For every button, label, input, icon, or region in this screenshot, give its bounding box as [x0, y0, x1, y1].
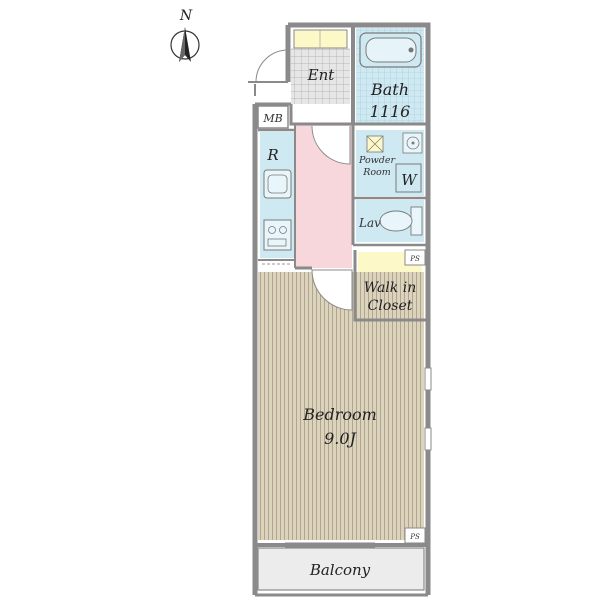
meter-box [257, 105, 289, 129]
washing-machine-box-icon [366, 135, 384, 153]
corridor-door-icon [311, 125, 351, 165]
ent-label: Ent [307, 66, 336, 84]
walls [252, 22, 431, 597]
entrance-door-icon [248, 49, 289, 96]
bathtub-icon [359, 32, 422, 68]
balcony-window-icon [285, 542, 375, 548]
entrance-area [291, 48, 350, 104]
walk-in-label-2: Closet [368, 298, 413, 314]
window-icon [424, 367, 432, 451]
bedroom-door-icon [311, 269, 353, 311]
washer-space [395, 163, 422, 193]
bedroom-size-label: 9.0J [324, 429, 357, 448]
powder-room-label-2: Room [362, 167, 391, 178]
kitchen-sink-icon [263, 169, 292, 199]
mb-label: MB [262, 112, 282, 125]
bedroom-label: Bedroom [302, 405, 377, 424]
pipe-space-bottom [404, 527, 426, 544]
walk-in-label-1: Walk in [364, 280, 416, 296]
stove-icon [263, 219, 292, 251]
washer-label: W [401, 171, 418, 189]
toilet-icon [379, 206, 423, 236]
bath-label: Bath [370, 80, 409, 99]
washbasin-icon [402, 132, 423, 154]
balcony-label: Balcony [309, 561, 371, 579]
ps-top-label: PS [409, 255, 420, 263]
bath-size-label: 1116 [370, 102, 411, 121]
compass-label: N [179, 8, 193, 24]
balcony-area [257, 547, 425, 591]
powder-room-label-1: Powder [358, 155, 397, 166]
ps-bottom-label: PS [409, 533, 420, 541]
bedroom-area [258, 272, 424, 540]
north-compass-icon [170, 27, 200, 62]
pipe-space-top [404, 249, 426, 266]
shoe-cabinet [293, 29, 348, 49]
refrigerator-label: R [266, 146, 278, 164]
lav-label: Lav [358, 216, 381, 230]
